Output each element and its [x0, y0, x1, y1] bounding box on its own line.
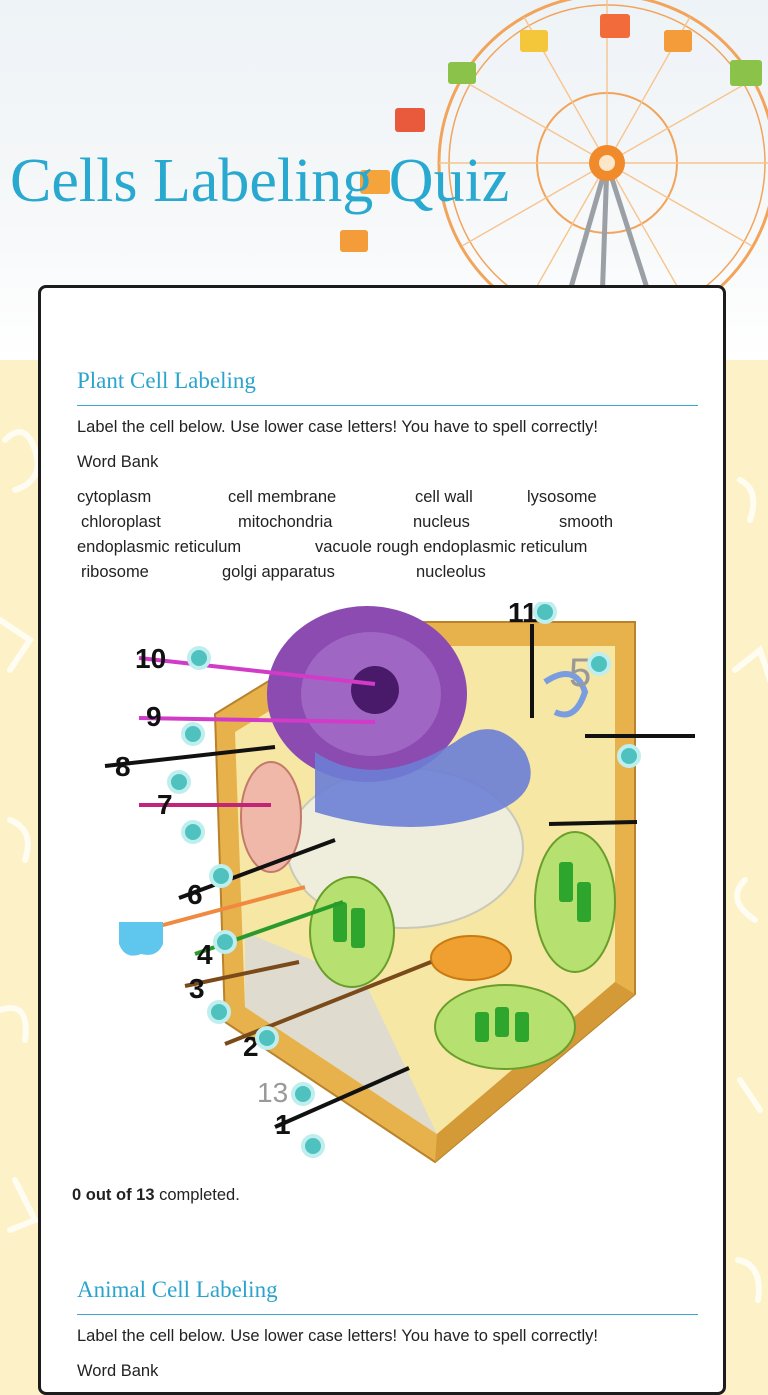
word-bank-item: golgi apparatus [222, 563, 335, 581]
plant-instructions: Label the cell below. Use lower case let… [77, 418, 598, 436]
diagram-number: 3 [189, 973, 205, 1004]
word-bank-item: endoplasmic reticulum [77, 538, 242, 556]
label-hotspot[interactable] [291, 1082, 315, 1106]
label-hotspot[interactable] [301, 1134, 325, 1158]
diagram-number: 8 [115, 751, 131, 782]
word-bank-item: nucleolus [416, 563, 486, 581]
quiz-card: Plant Cell Labeling Label the cell below… [38, 285, 726, 1395]
background-pattern [0, 429, 768, 1303]
label-hotspot[interactable] [213, 930, 237, 954]
diagram-number: 1 [275, 1109, 291, 1140]
word-bank-item: cell membrane [228, 488, 337, 506]
label-hotspot[interactable] [209, 864, 233, 888]
diagram-number: 10 [135, 643, 166, 674]
word-bank-item: lysosome [527, 488, 597, 506]
animal-word-bank-label: Word Bank [77, 1362, 159, 1380]
word-bank-item: mitochondria [238, 513, 333, 531]
label-hotspot[interactable] [533, 602, 557, 624]
word-bank-item: cell wall [415, 488, 473, 506]
diagram-number: 13 [257, 1077, 288, 1108]
diagram-number: 9 [146, 701, 162, 732]
word-bank-item: nucleus [413, 513, 470, 531]
progress-suffix: completed. [154, 1186, 240, 1204]
label-hotspot[interactable] [181, 722, 205, 746]
label-hotspot[interactable] [187, 646, 211, 670]
animal-section-heading: Animal Cell Labeling [77, 1277, 278, 1302]
animal-heading-divider [77, 1314, 698, 1315]
word-bank-item: vacuole rough endoplasmic reticulum [315, 538, 588, 556]
diagram-number: 5 [569, 651, 591, 695]
page-title: Cells Labeling Quiz [10, 147, 510, 215]
label-hotspot[interactable] [167, 770, 191, 794]
word-bank-item: chloroplast [81, 513, 161, 531]
plant-heading-divider [77, 405, 698, 406]
diagram-number: 7 [157, 789, 173, 820]
label-hotspot[interactable] [617, 744, 641, 768]
plant-section-heading: Plant Cell Labeling [77, 368, 256, 393]
diagram-number: 11 [508, 602, 538, 628]
diagram-number: 6 [187, 879, 203, 910]
progress-count: 0 out of 13 [72, 1186, 155, 1204]
label-hotspot[interactable] [181, 820, 205, 844]
animal-instructions: Label the cell below. Use lower case let… [77, 1327, 598, 1345]
plant-cell-diagram: 10 9 8 7 6 4 3 2 1 11 12 13 5 [104, 602, 695, 1164]
label-hotspot[interactable] [255, 1026, 279, 1050]
word-bank-item: ribosome [81, 563, 149, 581]
word-bank-item: cytoplasm [77, 488, 152, 506]
label-hotspot[interactable] [207, 1000, 231, 1024]
diagram-number: 4 [197, 939, 213, 970]
plant-word-bank-label: Word Bank [77, 453, 159, 471]
word-bank-item: smooth [559, 513, 614, 531]
plant-progress: 0 out of 13 completed. [72, 1186, 240, 1205]
diagram-number: 2 [243, 1031, 259, 1062]
label-hotspot[interactable] [587, 652, 611, 676]
